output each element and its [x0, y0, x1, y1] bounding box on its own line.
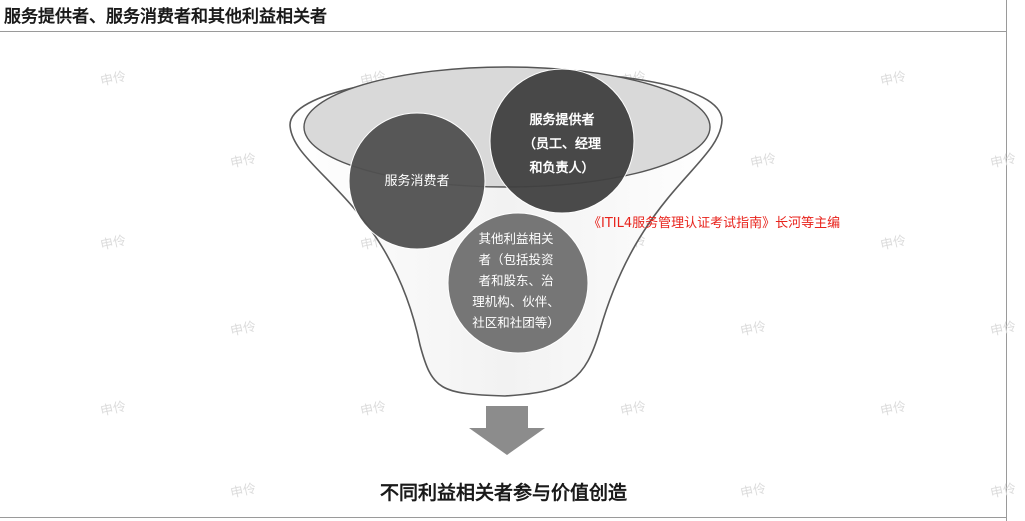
- other-stakeholder-circle: [447, 212, 589, 354]
- title-divider: [0, 31, 1007, 32]
- other-stakeholder-label: 其他利益相关 者（包括投资 者和股东、治 理机构、伙伴、 社区和社团等）: [472, 231, 560, 330]
- right-border: [1006, 0, 1007, 521]
- other-label-line: 者（包括投资: [478, 252, 553, 267]
- consumer-circle: [348, 112, 486, 250]
- source-citation: 《ITIL4服务管理认证考试指南》长河等主编: [588, 216, 841, 231]
- conclusion-caption: 不同利益相关者参与价值创造: [379, 482, 627, 504]
- other-label-line: 其他利益相关: [478, 231, 553, 246]
- provider-label-line: 服务提供者: [529, 112, 594, 128]
- other-label-line: 理机构、伙伴、: [472, 294, 560, 309]
- provider-label: 服务提供者 （员工、经理 和负责人）: [523, 112, 601, 176]
- other-label-line: 社区和社团等）: [472, 315, 560, 330]
- provider-circle: [489, 68, 635, 214]
- page-title: 服务提供者、服务消费者和其他利益相关者: [4, 7, 327, 27]
- down-arrow-icon: [469, 406, 545, 455]
- provider-label-line: 和负责人）: [529, 160, 594, 176]
- other-label-line: 者和股东、治: [478, 273, 553, 288]
- bottom-border: [0, 517, 1007, 518]
- consumer-label: 服务消费者: [384, 173, 449, 189]
- provider-label-line: （员工、经理: [523, 136, 601, 152]
